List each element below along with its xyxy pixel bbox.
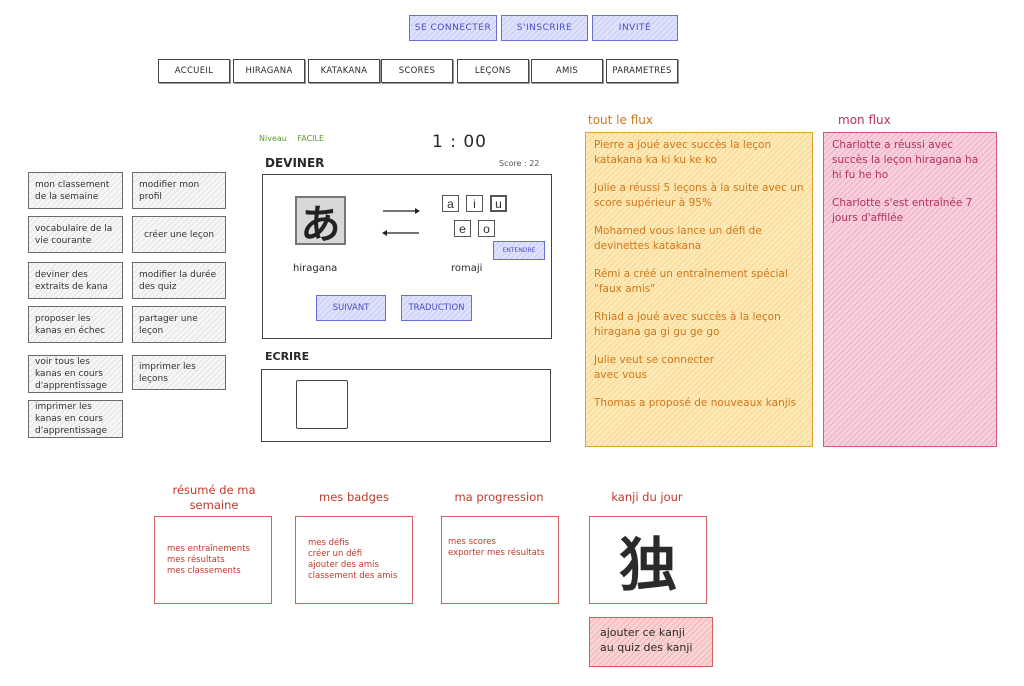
guest-button[interactable]: INVITÉ: [592, 15, 678, 41]
summary-link-trainings[interactable]: mes entraînements: [167, 543, 250, 554]
sidebar-view-learning-kana[interactable]: voir tous les kanas en cours d'apprentis…: [28, 355, 123, 393]
feed-mine-panel: Charlotte a réussi avec succès la leçon …: [823, 132, 997, 447]
badges-link-challenges[interactable]: mes défis: [308, 538, 350, 548]
badges-link-add-friends[interactable]: ajouter des amis: [308, 560, 379, 570]
nav-lecons[interactable]: LEÇONS: [457, 59, 529, 83]
next-button[interactable]: SUIVANT: [316, 295, 386, 321]
sidebar-quiz-duration[interactable]: modifier la durée des quiz: [132, 262, 226, 299]
summary-link-rankings[interactable]: mes classements: [167, 565, 241, 576]
sidebar-failed-kana[interactable]: proposer les kanas en échec: [28, 306, 123, 343]
feed-item: Rhiad a joué avec succès à la leçon hira…: [594, 311, 781, 338]
progress-title: ma progression: [454, 490, 544, 504]
nav-amis[interactable]: AMIS: [531, 59, 603, 83]
write-title: ECRIRE: [265, 350, 310, 363]
score: Score : 22: [499, 159, 540, 168]
romaji-key-u[interactable]: u: [490, 195, 507, 212]
sidebar-weekly-ranking[interactable]: mon classement de la semaine: [28, 172, 123, 209]
guess-title: DEVINER: [265, 156, 325, 170]
feed-item: Julie a réussi 5 leçons à la suite avec …: [594, 182, 804, 209]
progress-link-export[interactable]: exporter mes résultats: [448, 548, 545, 558]
translate-button[interactable]: TRADUCTION: [401, 295, 472, 321]
sidebar-daily-vocabulary[interactable]: vocabulaire de la vie courante: [28, 216, 123, 253]
write-panel: [261, 369, 551, 442]
romaji-key-e[interactable]: e: [454, 220, 471, 237]
nav-hiragana[interactable]: HIRAGANA: [233, 59, 305, 83]
add-kanji-button[interactable]: ajouter ce kanji au quiz des kanji: [589, 617, 713, 667]
sidebar-print-lessons[interactable]: imprimer les leçons: [132, 355, 226, 390]
summary-title: résumé de ma semaine: [172, 483, 256, 512]
listen-button[interactable]: ENTENDRE: [493, 241, 545, 260]
level-label: Niveau: [259, 134, 287, 143]
kana-card: あ: [295, 196, 346, 248]
kana-type-label: hiragana: [293, 263, 338, 274]
badges-link-create-challenge[interactable]: créer un défi: [308, 549, 363, 559]
badges-link-friends-ranking[interactable]: classement des amis: [308, 571, 398, 581]
sidebar-share-lesson[interactable]: partager une leçon: [132, 306, 226, 343]
feed-mine-title: mon flux: [838, 113, 891, 127]
kanji-of-the-day: 独: [589, 516, 707, 604]
feed-item: Charlotte s'est entraînée 7 jours d'affi…: [832, 197, 973, 224]
nav-parametres[interactable]: PARAMETRES: [606, 59, 678, 83]
sidebar-print-learning-kana[interactable]: imprimer les kanas en cours d'apprentiss…: [28, 400, 123, 438]
progress-panel: mes scores exporter mes résultats: [441, 516, 559, 604]
level-value: FACILE: [297, 134, 325, 143]
romaji-label: romaji: [451, 263, 483, 274]
sidebar-create-lesson[interactable]: créer une leçon: [132, 216, 226, 253]
progress-link-scores[interactable]: mes scores: [448, 537, 496, 547]
feed-all-title: tout le flux: [588, 113, 653, 127]
feed-item: Pierre a joué avec succès la leçon katak…: [594, 139, 772, 166]
badges-title: mes badges: [319, 490, 389, 504]
feed-item: Thomas a proposé de nouveaux kanjis: [594, 397, 797, 409]
drawing-canvas[interactable]: [296, 380, 348, 429]
login-button[interactable]: SE CONNECTER: [409, 15, 497, 41]
romaji-key-o[interactable]: o: [478, 220, 495, 237]
badges-panel: mes défis créer un défi ajouter des amis…: [295, 516, 413, 604]
sidebar-edit-profile[interactable]: modifier mon profil: [132, 172, 226, 209]
sidebar-guess-kana[interactable]: deviner des extraits de kana: [28, 262, 123, 299]
direction-arrows-icon: [382, 208, 420, 236]
romaji-key-a[interactable]: a: [442, 195, 459, 212]
timer: 1 : 00: [432, 132, 487, 152]
feed-item: Julie veut se connecter avec vous: [594, 354, 715, 381]
nav-katakana[interactable]: KATAKANA: [308, 59, 380, 83]
guess-panel: あ a i u e o ENTENDRE hiragana romaji SUI…: [262, 174, 552, 339]
summary-panel: mes entraînements mes résultats mes clas…: [154, 516, 272, 604]
level-indicator: Niveau FACILE: [259, 134, 324, 143]
feed-item: Charlotte a réussi avec succès la leçon …: [832, 139, 979, 181]
feed-item: Rémi a créé un entraînement spécial "fau…: [594, 268, 788, 295]
nav-scores[interactable]: SCORES: [381, 59, 453, 83]
feed-all-panel: Pierre a joué avec succès la leçon katak…: [585, 132, 813, 447]
nav-accueil[interactable]: ACCUEIL: [158, 59, 230, 83]
kanji-title: kanji du jour: [611, 490, 683, 504]
romaji-key-i[interactable]: i: [466, 195, 483, 212]
signup-button[interactable]: S'INSCRIRE: [501, 15, 588, 41]
summary-link-results[interactable]: mes résultats: [167, 554, 225, 565]
feed-item: Mohamed vous lance un défi de devinettes…: [594, 225, 762, 252]
